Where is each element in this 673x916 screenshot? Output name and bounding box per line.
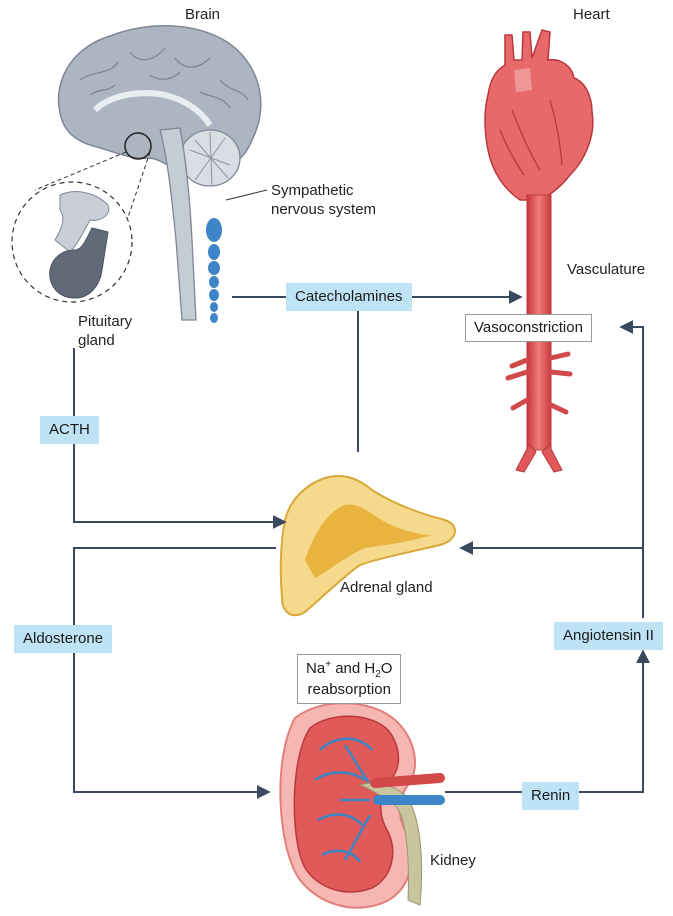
renin-box: Renin — [522, 782, 579, 810]
pituitary-label: Pituitary gland — [78, 313, 132, 351]
acth-box: ACTH — [40, 416, 99, 444]
vasoconstriction-box: Vasoconstriction — [465, 314, 592, 342]
aldosterone-box: Aldosterone — [14, 625, 112, 653]
pituitary-inset — [12, 152, 150, 302]
reabsorption-mid: and H — [331, 660, 375, 677]
reabsorption-line2: reabsorption — [308, 681, 391, 698]
reabsorption-prefix: Na — [306, 660, 325, 677]
sympathetic-chain — [206, 190, 267, 323]
angiotensin-box: Angiotensin II — [554, 622, 663, 650]
catecholamines-box: Catecholamines — [286, 283, 412, 311]
adrenal-label: Adrenal gland — [340, 579, 433, 598]
heart-label: Heart — [573, 6, 610, 25]
vasculature-label: Vasculature — [567, 261, 645, 280]
kidney-illustration — [280, 703, 440, 907]
reabsorption-suffix: O — [381, 660, 393, 677]
sympathetic-label: Sympathetic nervous system — [271, 182, 376, 220]
heart-illustration — [485, 30, 593, 200]
brain-label: Brain — [185, 6, 220, 25]
reabsorption-box: Na+ and H2O reabsorption — [297, 654, 401, 704]
kidney-label: Kidney — [430, 852, 476, 871]
